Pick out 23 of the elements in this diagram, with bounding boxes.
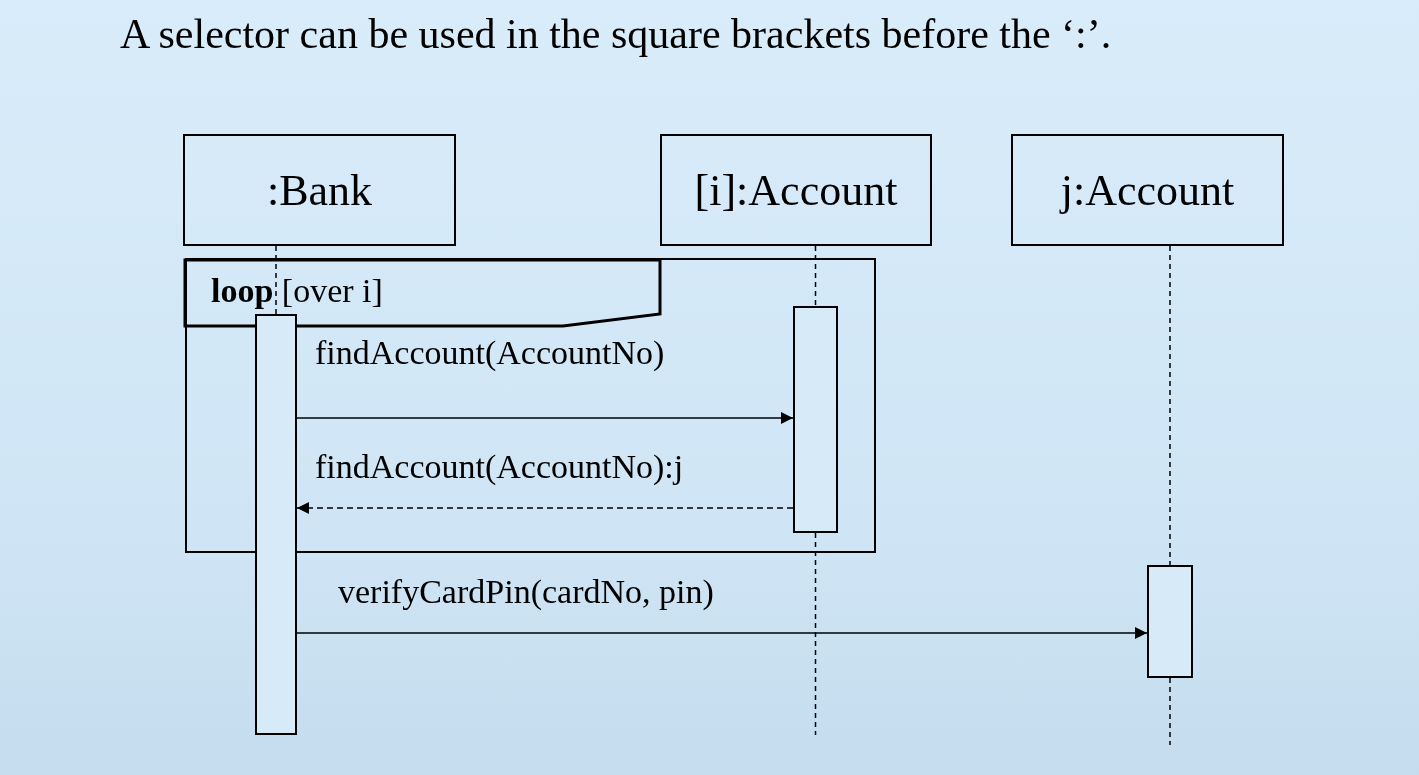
- message-arrow: [296, 627, 1148, 639]
- message-label: findAccount(AccountNo):j: [315, 448, 684, 486]
- activation-bar: [255, 314, 297, 735]
- object-name: :Bank: [266, 164, 373, 216]
- lifeline-header-box: [1011, 134, 1284, 246]
- activation-bar: [793, 306, 838, 533]
- lifeline-header-box: [660, 134, 932, 246]
- fragment-label: loop [over i]: [211, 272, 383, 310]
- message-label: verifyCardPin(cardNo, pin): [338, 573, 714, 611]
- lifeline: [814, 245, 817, 307]
- message-arrow: [296, 412, 794, 424]
- message-label: findAccount(AccountNo): [315, 334, 665, 372]
- message-arrow: [296, 502, 794, 514]
- activation-bar: [1147, 565, 1193, 678]
- lifeline: [1169, 677, 1171, 746]
- object-name: [i]:Account: [694, 164, 898, 216]
- loop-frame: [185, 258, 876, 553]
- lifeline: [814, 532, 817, 736]
- lifeline-header-box: [183, 134, 456, 246]
- object-name: j:Account: [1060, 164, 1235, 216]
- slide-title: A selector can be used in the square brackets before the ‘:’.: [120, 10, 1112, 58]
- lifeline: [1169, 245, 1171, 566]
- lifeline: [275, 245, 277, 315]
